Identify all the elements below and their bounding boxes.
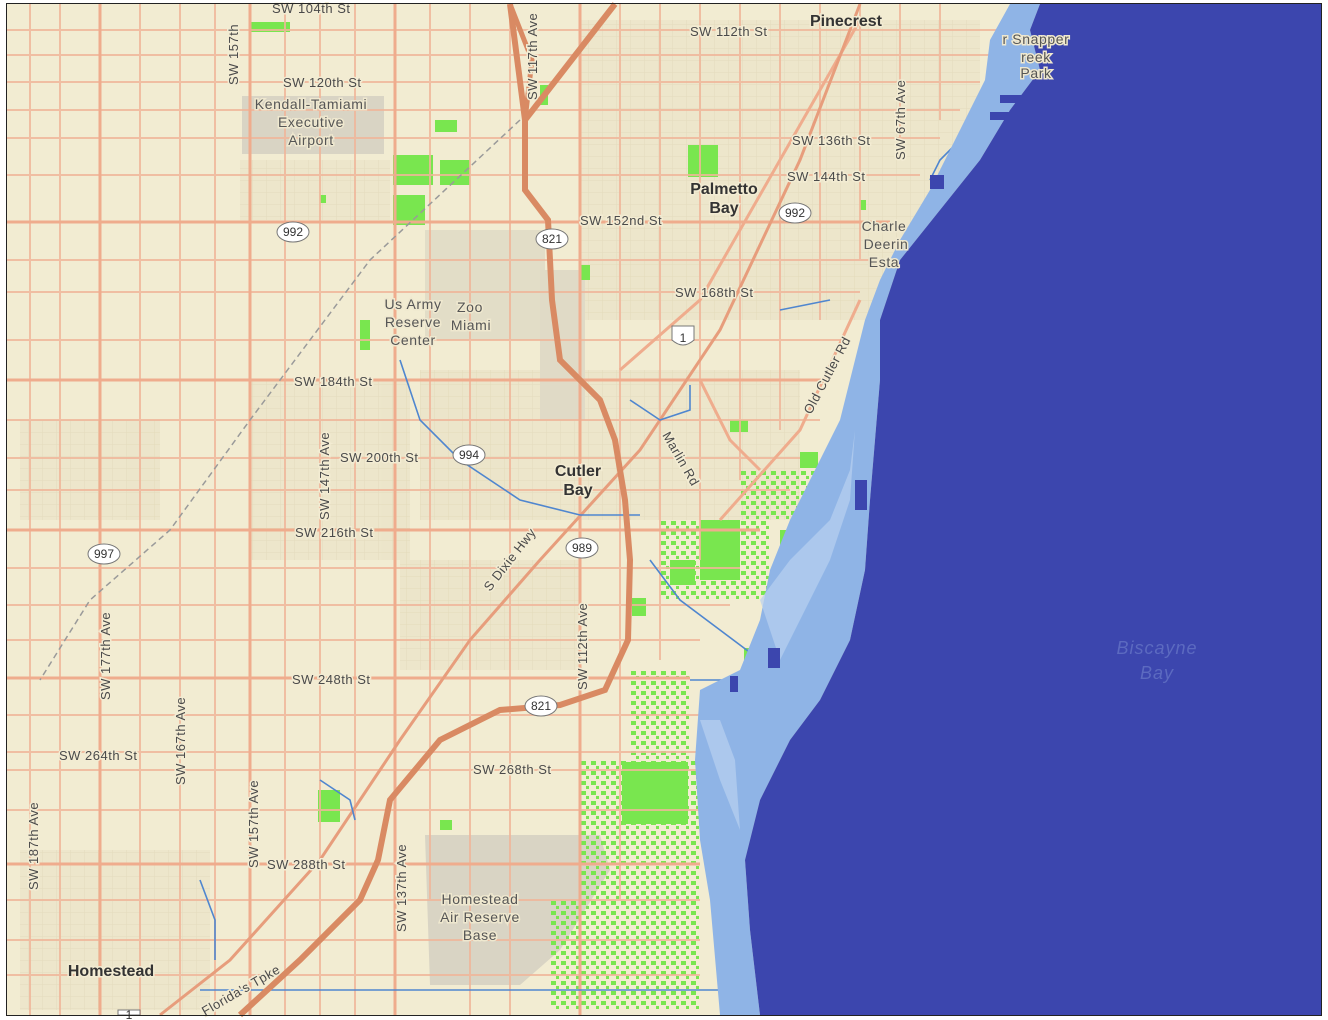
poi-label: Miami [451, 317, 491, 333]
place-labels: Pinecrest Palmetto Bay Cutler Bay Homest… [66, 12, 884, 982]
route-shield-989: 989 [565, 537, 599, 559]
poi-label: Airport [288, 132, 333, 148]
us-route-shield-1: 1 [117, 1008, 141, 1020]
street-label: SW 136th St [792, 133, 870, 148]
poi-label: Park [1020, 65, 1052, 81]
place-label: Bay [709, 200, 738, 217]
svg-text:821: 821 [531, 699, 551, 713]
poi-label: Homestead [442, 891, 519, 907]
poi-label: Base [463, 927, 497, 943]
street-label: SW 67th Ave [893, 80, 908, 160]
place-label: Cutler [555, 463, 601, 480]
poi-label: r Snapper [1003, 31, 1070, 47]
route-shield-992: 992 [276, 221, 310, 243]
poi-label: Charle [862, 218, 907, 234]
street-label: SW 104th St [272, 1, 350, 16]
gray-areas [242, 96, 610, 985]
water-label: Biscayne Bay [1116, 638, 1197, 683]
route-shields: 992 992 821 821 994 989 997 1 [87, 202, 812, 1020]
poi-label: Reserve [385, 314, 441, 330]
poi-label: Us Army [384, 296, 441, 312]
street-label: SW 288th St [267, 857, 345, 872]
poi-label: Zoo [457, 299, 483, 315]
poi-label: Esta [869, 254, 899, 270]
railway [39, 119, 521, 681]
svg-text:989: 989 [572, 541, 592, 555]
street-label: SW 137th Ave [394, 844, 409, 932]
water-label-line: Bay [1140, 663, 1174, 683]
svg-text:994: 994 [459, 448, 479, 462]
route-shield-994: 994 [452, 444, 486, 466]
poi-label: Air Reserve [440, 909, 520, 925]
street-label: SW 216th St [295, 525, 373, 540]
street-label: SW 268th St [473, 762, 551, 777]
us-route-shield-1: 1 [671, 325, 695, 346]
poi-label: reek [1021, 49, 1051, 65]
street-label: SW 157th [226, 24, 241, 85]
street-label: SW 200th St [340, 450, 418, 465]
route-shield-821: 821 [524, 695, 558, 717]
place-label: Bay [563, 482, 592, 499]
street-label: SW 264th St [59, 748, 137, 763]
place-label: Palmetto [690, 181, 758, 198]
biscayne-bay-water [745, 4, 1321, 1015]
svg-text:992: 992 [283, 225, 303, 239]
street-label: SW 248th St [292, 672, 370, 687]
street-label: SW 184th St [294, 374, 372, 389]
poi-label: Center [390, 332, 436, 348]
route-shield-997: 997 [87, 543, 121, 565]
street-label: SW 177th Ave [98, 612, 113, 700]
poi-label: Deerin [864, 236, 909, 252]
place-label: Pinecrest [810, 13, 883, 30]
street-label: SW 112th St [690, 24, 768, 39]
svg-text:1: 1 [126, 1008, 133, 1020]
street-label: SW 152nd St [580, 213, 662, 228]
bay-inlets [730, 95, 1045, 692]
street-label: SW 120th St [283, 75, 361, 90]
storm-surge-zone [695, 4, 1040, 1015]
farmland-patches [550, 470, 820, 1010]
street-label: SW 167th Ave [173, 697, 188, 785]
street-label: SW 117th Ave [525, 13, 540, 100]
street-label: SW 144th St [787, 169, 865, 184]
poi-label: Executive [278, 114, 344, 130]
street-label: SW 147th Ave [317, 432, 332, 520]
water-label-line: Biscayne [1116, 638, 1197, 658]
street-label: SW 168th St [675, 285, 753, 300]
us1-dixie-highway [159, 3, 862, 1017]
place-label: Homestead [68, 963, 154, 980]
svg-text:997: 997 [94, 547, 114, 561]
arterial-roads [7, 4, 890, 1015]
street-label: SW 112th Ave [575, 603, 590, 690]
svg-text:1: 1 [680, 331, 687, 345]
street-label: SW 157th Ave [246, 780, 261, 868]
poi-label: Kendall-Tamiami [255, 96, 367, 112]
svg-text:821: 821 [542, 232, 562, 246]
svg-text:992: 992 [785, 206, 805, 220]
poi-labels: Kendall-Tamiami Executive Airport Us Arm… [253, 30, 1070, 945]
street-label: SW 187th Ave [26, 802, 41, 890]
route-shield-821: 821 [535, 228, 569, 250]
route-shield-992: 992 [778, 202, 812, 224]
